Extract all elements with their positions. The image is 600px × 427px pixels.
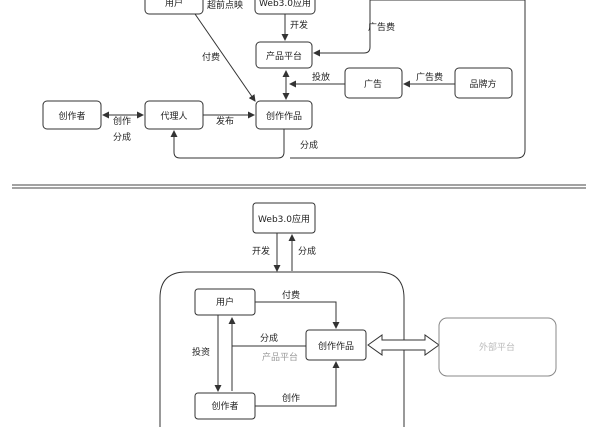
top-node-work: 创作作品 [255, 100, 313, 130]
bottom-edge-share-label: 分成 [298, 245, 316, 257]
bottom-node-web3: Web3.0应用 [252, 202, 316, 234]
top-node-ad: 广告 [344, 67, 403, 99]
bottom-node-work: 创作作品 [305, 329, 367, 361]
top-edge-ad-fee-right [313, 0, 371, 57]
svg-text:产品平台: 产品平台 [266, 50, 302, 62]
bottom-edge-create-label: 创作 [282, 392, 300, 404]
top-node-product-platform: 产品平台 [255, 41, 313, 69]
svg-text:Web3.0应用: Web3.0应用 [259, 0, 311, 9]
svg-text:广告: 广告 [364, 78, 382, 90]
top-node-web3: Web3.0应用 [254, 0, 316, 15]
svg-text:创作者: 创作者 [211, 400, 238, 412]
top-edge-share-bottom-label: 分成 [300, 139, 318, 151]
top-node-user: 用户 [144, 0, 204, 15]
svg-text:外部平台: 外部平台 [479, 341, 515, 353]
svg-text:Web3.0应用: Web3.0应用 [258, 213, 310, 225]
top-edge-create-label: 创作 [113, 115, 131, 127]
bottom-node-external: 外部平台 [438, 317, 557, 377]
bottom-container [159, 271, 405, 427]
top-edge-ad-fee-right-label: 广告费 [368, 21, 395, 33]
svg-text:代理人: 代理人 [160, 111, 187, 122]
bottom-edge-pay-label: 付费 [282, 289, 300, 301]
svg-text:用户: 用户 [165, 0, 183, 9]
bottom-edge-create [255, 361, 340, 407]
top-edge-develop-label: 开发 [290, 19, 308, 31]
top-edge-pay [194, 13, 256, 102]
top-edge-share-loop [170, 129, 285, 159]
svg-text:用户: 用户 [216, 296, 234, 308]
bottom-edge-pay [255, 301, 340, 329]
bottom-node-user: 用户 [194, 288, 256, 316]
top-edge-ad-fee-label: 广告费 [416, 71, 443, 83]
svg-text:品牌方: 品牌方 [469, 78, 496, 90]
top-edge-pay-label: 付费 [202, 51, 220, 63]
top-node-creator: 创作者 [42, 100, 102, 130]
top-edge-advance-label: 超前点映 [207, 0, 243, 11]
bottom-node-creator: 创作者 [194, 392, 256, 420]
top-container [290, 0, 526, 159]
top-node-agent: 代理人 [144, 100, 204, 130]
bottom-edge-invest-label: 投资 [192, 346, 210, 358]
svg-text:创作者: 创作者 [58, 110, 85, 122]
bottom-edge-develop-label: 开发 [252, 245, 270, 257]
top-edge-placement-label: 投放 [312, 71, 330, 83]
bottom-edge-share-mid-label: 分成 [260, 332, 278, 344]
top-node-brand: 品牌方 [454, 67, 513, 99]
svg-text:创作作品: 创作作品 [318, 340, 354, 352]
top-edge-share-label: 分成 [113, 131, 131, 143]
svg-text:创作作品: 创作作品 [266, 110, 302, 122]
top-edge-publish-label: 发布 [216, 115, 234, 127]
bottom-platform-label: 产品平台 [262, 351, 298, 363]
